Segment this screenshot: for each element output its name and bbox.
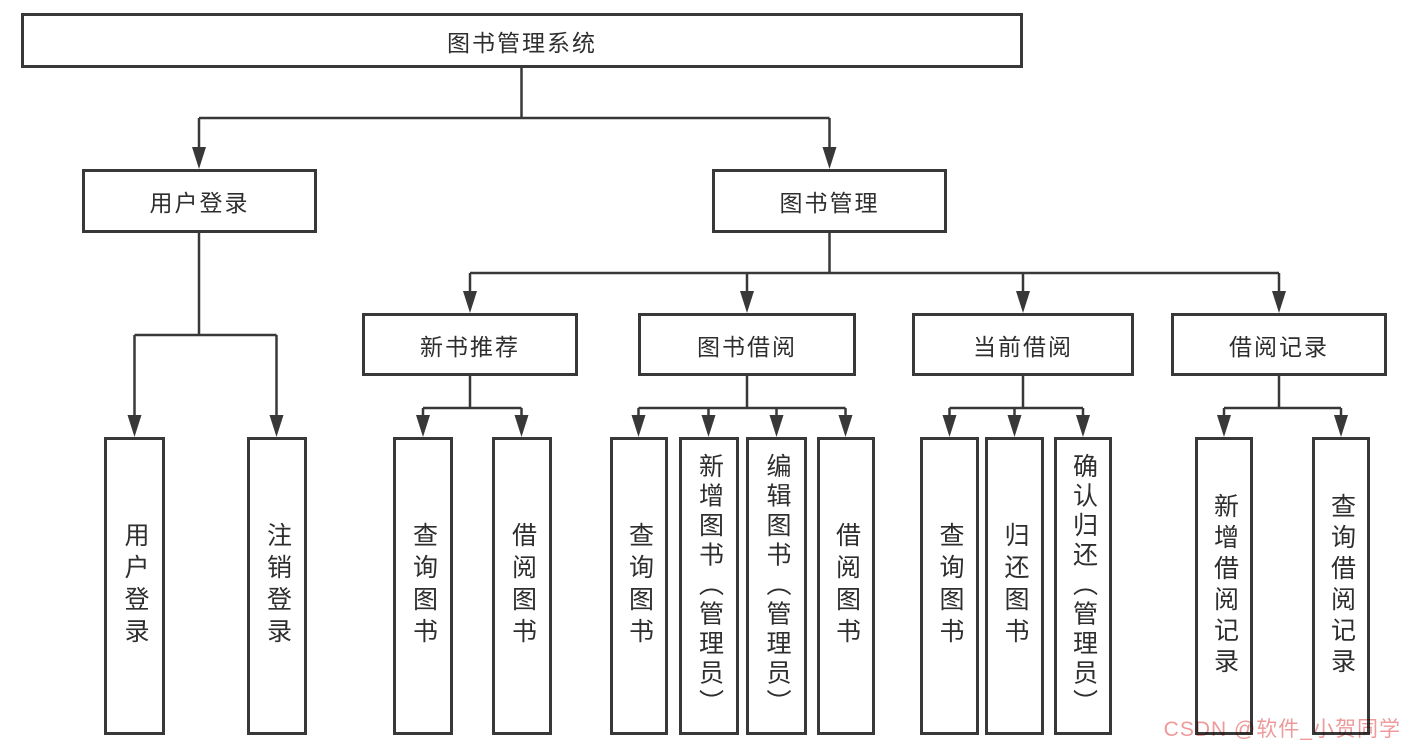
leaf-edit-books-admin: 编辑图书（管理员）	[746, 437, 807, 735]
node-book-borrow: 图书借阅	[638, 313, 856, 376]
leaf-logout-label: 注销登录	[263, 522, 292, 650]
node-borrow-records-label: 借阅记录	[1229, 333, 1329, 360]
leaf-query-books-3: 查询图书	[920, 437, 979, 735]
leaf-confirm-return-admin-label: 确认归还（管理员）	[1069, 453, 1098, 719]
node-book-borrow-label: 图书借阅	[697, 333, 797, 360]
leaf-user-login: 用户登录	[104, 437, 165, 735]
node-book-management: 图书管理	[712, 169, 947, 233]
leaf-query-books-1: 查询图书	[393, 437, 453, 735]
leaf-borrow-books-2-label: 借阅图书	[832, 522, 861, 650]
node-user-login-label: 用户登录	[149, 190, 250, 216]
node-current-borrow: 当前借阅	[912, 313, 1134, 376]
leaf-query-borrow-record: 查询借阅记录	[1312, 437, 1370, 735]
leaf-query-books-2: 查询图书	[610, 437, 668, 735]
leaf-query-books-3-label: 查询图书	[936, 522, 964, 650]
arrowheads	[127, 147, 1348, 437]
leaf-add-books-admin-label: 新增图书（管理员）	[695, 453, 724, 719]
leaf-borrow-books-1: 借阅图书	[492, 437, 552, 735]
leaf-borrow-books-2: 借阅图书	[817, 437, 875, 735]
leaf-add-books-admin: 新增图书（管理员）	[679, 437, 739, 735]
leaf-confirm-return-admin: 确认归还（管理员）	[1054, 437, 1112, 735]
leaf-borrow-books-1-label: 借阅图书	[508, 522, 537, 650]
node-new-book-recommend: 新书推荐	[362, 313, 578, 376]
node-current-borrow-label: 当前借阅	[973, 333, 1073, 360]
node-book-management-label: 图书管理	[779, 190, 880, 216]
csdn-watermark: CSDN @软件_小贺同学	[1163, 718, 1401, 741]
leaf-add-borrow-record-label: 新增借阅记录	[1210, 493, 1239, 679]
root-node-label: 图书管理系统	[447, 29, 597, 56]
leaf-logout: 注销登录	[247, 437, 307, 735]
leaf-return-books-label: 归还图书	[1001, 522, 1029, 650]
leaf-user-login-label: 用户登录	[121, 522, 149, 650]
leaf-add-borrow-record: 新增借阅记录	[1195, 437, 1253, 735]
node-new-book-recommend-label: 新书推荐	[420, 333, 520, 360]
leaf-query-books-2-label: 查询图书	[625, 522, 654, 650]
root-node-library-system: 图书管理系统	[21, 13, 1023, 68]
node-borrow-records: 借阅记录	[1171, 313, 1387, 376]
leaf-query-books-1-label: 查询图书	[409, 522, 438, 650]
leaf-return-books: 归还图书	[985, 437, 1044, 735]
node-user-login: 用户登录	[82, 169, 317, 233]
leaf-query-borrow-record-label: 查询借阅记录	[1327, 493, 1356, 679]
leaf-edit-books-admin-label: 编辑图书（管理员）	[763, 453, 791, 719]
